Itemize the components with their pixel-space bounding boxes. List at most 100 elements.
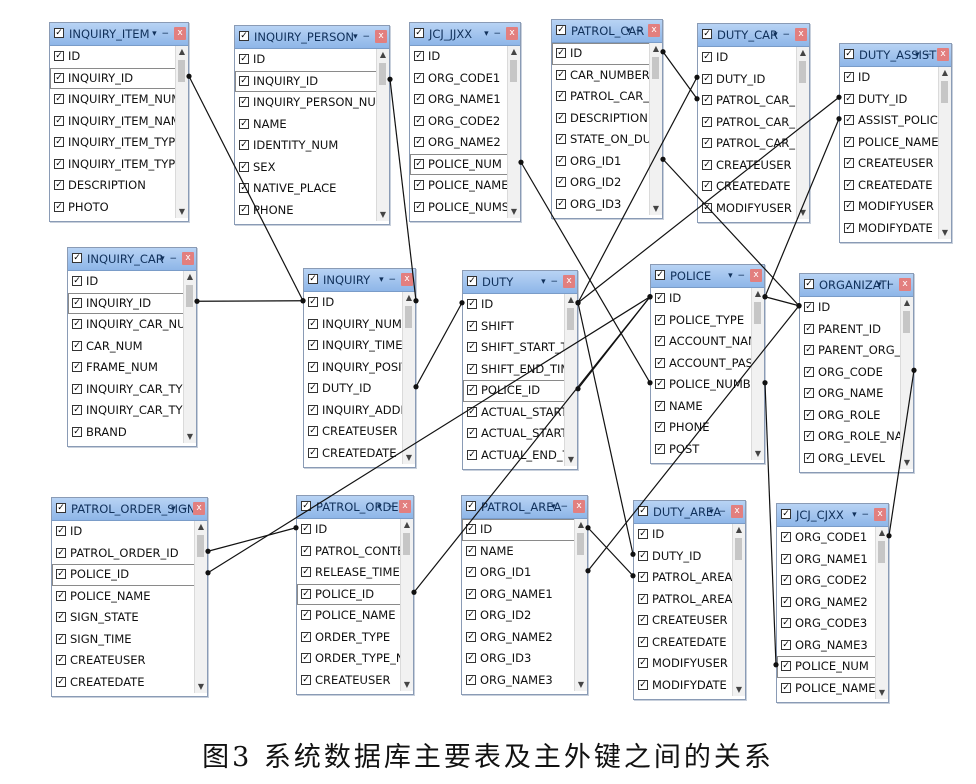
checkbox-checked-icon[interactable]: ✓ (655, 379, 665, 389)
scrollbar[interactable]: ▲▼ (183, 271, 196, 443)
table-inquiry-item[interactable]: ✓INQUIRY_ITEM▾ −x✓ID✓INQUIRY_ID✓INQUIRY_… (49, 22, 189, 222)
chevron-up-icon[interactable]: ▲ (379, 50, 387, 59)
table-header[interactable]: ✓POLICE▾ −x (651, 265, 764, 288)
checkbox-checked-icon[interactable]: ✓ (844, 115, 854, 125)
chevron-up-icon[interactable]: ▲ (405, 293, 413, 302)
close-icon[interactable]: x (174, 27, 186, 40)
field-row[interactable]: ✓ACTUAL_END_TIME (463, 445, 577, 467)
field-list[interactable]: ✓ID✓POLICE_TYPE✓ACCOUNT_NAME✓ACCOUNT_PAS… (651, 288, 764, 460)
field-row[interactable]: ✓PHONE (235, 200, 389, 222)
checkbox-checked-icon[interactable]: ✓ (781, 509, 791, 519)
table-inquiry-person[interactable]: ✓INQUIRY_PERSON▾ −x✓ID✓INQUIRY_ID✓INQUIR… (234, 25, 390, 225)
checkbox-checked-icon[interactable]: ✓ (239, 75, 249, 86)
field-list[interactable]: ✓ID✓PATROL_CONTENT✓RELEASE_TIME✓POLICE_I… (297, 519, 413, 691)
checkbox-checked-icon[interactable]: ✓ (702, 159, 712, 170)
checkbox-checked-icon[interactable]: ✓ (466, 545, 476, 556)
checkbox-checked-icon[interactable]: ✓ (56, 633, 66, 644)
field-row[interactable]: ✓ORG_CODE2 (410, 111, 520, 133)
checkbox-checked-icon[interactable]: ✓ (781, 596, 791, 607)
checkbox-checked-icon[interactable]: ✓ (308, 297, 318, 307)
checkbox-checked-icon[interactable]: ✓ (54, 51, 64, 61)
checkbox-checked-icon[interactable]: ✓ (56, 503, 66, 513)
checkbox-checked-icon[interactable]: ✓ (467, 363, 477, 374)
field-row[interactable]: ✓CAR_NUM (68, 336, 196, 358)
close-icon[interactable]: x (573, 500, 585, 513)
scrollbar[interactable]: ▲▼ (564, 294, 577, 466)
field-row[interactable]: ✓ID (297, 519, 413, 541)
field-row[interactable]: ✓CREATEDATE (840, 175, 951, 197)
checkbox-checked-icon[interactable]: ✓ (781, 575, 791, 585)
chevron-up-icon[interactable]: ▲ (878, 528, 886, 537)
checkbox-checked-icon[interactable]: ✓ (414, 201, 424, 212)
field-row[interactable]: ✓INQUIRY_ID (68, 292, 196, 314)
field-row[interactable]: ✓POLICE_NAME (52, 586, 207, 608)
checkbox-checked-icon[interactable]: ✓ (72, 426, 82, 437)
checkbox-checked-icon[interactable]: ✓ (638, 572, 648, 582)
checkbox-checked-icon[interactable]: ✓ (638, 506, 648, 516)
chevron-up-icon[interactable]: ▲ (186, 272, 194, 281)
checkbox-checked-icon[interactable]: ✓ (702, 95, 712, 105)
field-row[interactable]: ✓SHIFT (463, 316, 577, 338)
field-row[interactable]: ✓CREATEDATE (698, 176, 809, 198)
checkbox-checked-icon[interactable]: ✓ (308, 426, 318, 436)
field-list[interactable]: ✓ID✓CAR_NUMBER✓PATROL_CAR_TYPE✓DESCRIPTI… (552, 43, 662, 215)
field-row[interactable]: ✓ACCOUNT_NAME (651, 331, 764, 353)
field-list[interactable]: ✓ID✓DUTY_ID✓PATROL_AREA_ID✓PATROL_AREA_N… (634, 524, 745, 696)
checkbox-checked-icon[interactable]: ✓ (655, 357, 665, 368)
scrollbar[interactable]: ▲▼ (507, 46, 520, 218)
close-icon[interactable]: x (731, 505, 743, 518)
checkbox-checked-icon[interactable]: ✓ (467, 342, 477, 352)
field-row[interactable]: ✓POLICE_NUMBER (651, 374, 764, 396)
field-row[interactable]: ✓ORDER_TYPE_NAME (297, 648, 413, 670)
table-header[interactable]: ✓PATROL_AREA▾ −x (462, 496, 587, 519)
field-row[interactable]: ✓PATROL_CAR_NUM (698, 112, 809, 134)
field-row[interactable]: ✓PARENT_ID (800, 319, 913, 341)
scrollbar-thumb[interactable] (197, 535, 204, 557)
field-row[interactable]: ✓POLICE_NUMS (410, 197, 520, 219)
checkbox-checked-icon[interactable]: ✓ (239, 204, 249, 215)
checkbox-checked-icon[interactable]: ✓ (54, 158, 64, 169)
checkbox-checked-icon[interactable]: ✓ (556, 177, 566, 187)
checkbox-checked-icon[interactable]: ✓ (466, 588, 476, 599)
checkbox-checked-icon[interactable]: ✓ (638, 593, 648, 604)
table-header[interactable]: ✓PATROL_ORDER▾ −x (297, 496, 413, 519)
field-row[interactable]: ✓SHIFT_END_TIME (463, 359, 577, 381)
field-row[interactable]: ✓ID (840, 67, 951, 89)
table-header[interactable]: ✓JCJ_JJXX▾ −x (410, 23, 520, 46)
chevron-up-icon[interactable]: ▲ (652, 44, 660, 53)
checkbox-checked-icon[interactable]: ✓ (844, 179, 854, 190)
close-icon[interactable]: x (750, 269, 762, 282)
close-icon[interactable]: x (937, 48, 949, 61)
field-row[interactable]: ✓ORDER_TYPE (297, 627, 413, 649)
field-row[interactable]: ✓ID (304, 292, 415, 314)
table-header[interactable]: ✓INQUIRY_ITEM▾ −x (50, 23, 188, 46)
field-row[interactable]: ✓MODIFYDATE (634, 675, 745, 697)
checkbox-checked-icon[interactable]: ✓ (301, 588, 311, 599)
table-menu-controls[interactable]: ▾ − (626, 26, 644, 36)
close-icon[interactable]: x (193, 502, 205, 515)
scrollbar-thumb[interactable] (567, 308, 574, 330)
checkbox-checked-icon[interactable]: ✓ (239, 54, 249, 64)
field-row[interactable]: ✓PATROL_CAR_DESC (698, 133, 809, 155)
checkbox-checked-icon[interactable]: ✓ (638, 529, 648, 539)
field-row[interactable]: ✓POLICE_ID (297, 583, 413, 605)
field-row[interactable]: ✓MODIFYUSER (840, 196, 951, 218)
table-menu-controls[interactable]: ▾ − (852, 510, 870, 520)
checkbox-checked-icon[interactable]: ✓ (301, 631, 311, 642)
chevron-down-icon[interactable]: ▼ (878, 688, 886, 697)
field-row[interactable]: ✓PATROL_AREA_ID (634, 567, 745, 589)
field-row[interactable]: ✓INQUIRY_ITEM_TYPE_NA (50, 154, 188, 176)
checkbox-checked-icon[interactable]: ✓ (301, 610, 311, 620)
checkbox-checked-icon[interactable]: ✓ (308, 404, 318, 415)
checkbox-checked-icon[interactable]: ✓ (72, 405, 82, 415)
table-header[interactable]: ✓JCJ_CJXX▾ −x (777, 504, 888, 527)
checkbox-checked-icon[interactable]: ✓ (54, 72, 64, 83)
scrollbar[interactable]: ▲▼ (376, 49, 389, 221)
checkbox-checked-icon[interactable]: ✓ (414, 51, 424, 61)
field-row[interactable]: ✓INQUIRY_PERSON_NUM (235, 92, 389, 114)
table-menu-controls[interactable]: ▾ − (915, 50, 933, 60)
checkbox-checked-icon[interactable]: ✓ (467, 428, 477, 438)
checkbox-checked-icon[interactable]: ✓ (844, 158, 854, 168)
checkbox-checked-icon[interactable]: ✓ (638, 550, 648, 561)
checkbox-checked-icon[interactable]: ✓ (655, 336, 665, 346)
